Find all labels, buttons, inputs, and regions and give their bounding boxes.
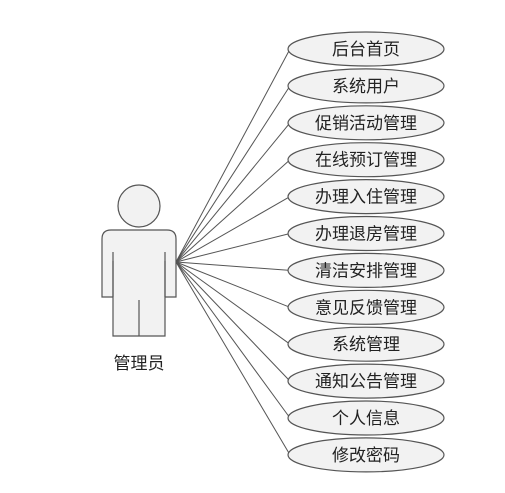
use-case-ellipse — [287, 68, 445, 104]
actor-body — [101, 229, 177, 337]
use-case-label: 后台首页 — [332, 40, 400, 60]
use-case-ellipse — [287, 142, 445, 178]
use-case: 在线预订管理 — [287, 142, 445, 178]
use-case: 清洁安排管理 — [287, 252, 445, 288]
use-case: 系统用户 — [287, 68, 445, 104]
use-case-ellipse — [287, 289, 445, 325]
use-case-ellipse — [287, 179, 445, 215]
association-line — [175, 261, 291, 382]
use-case-label: 系统用户 — [332, 77, 400, 97]
association-line — [175, 122, 291, 263]
use-case-ellipse — [287, 363, 445, 399]
association-lines — [175, 48, 291, 456]
association-line — [175, 85, 291, 263]
association-line — [175, 48, 291, 263]
use-case: 促销活动管理 — [287, 105, 445, 141]
use-case-label: 促销活动管理 — [315, 114, 417, 134]
use-case: 系统管理 — [287, 326, 445, 362]
association-line — [175, 196, 291, 263]
use-case-label: 通知公告管理 — [315, 372, 417, 392]
use-case: 办理入住管理 — [287, 179, 445, 215]
use-case-label: 在线预订管理 — [315, 151, 417, 171]
use-case: 后台首页 — [287, 31, 445, 67]
use-case: 通知公告管理 — [287, 363, 445, 399]
use-case-label: 系统管理 — [332, 335, 400, 355]
use-case: 办理退房管理 — [287, 215, 445, 252]
actor-admin: 管理员 — [101, 184, 177, 374]
use-case-ellipse — [287, 437, 445, 473]
use-case-label: 清洁安排管理 — [315, 261, 417, 281]
use-case-ellipse — [287, 252, 445, 288]
use-case: 修改密码 — [287, 437, 445, 473]
association-line — [175, 261, 291, 419]
use-case-label: 意见反馈管理 — [315, 298, 417, 318]
actor-label: 管理员 — [114, 354, 165, 374]
association-line — [175, 261, 291, 456]
actor-head — [117, 184, 161, 228]
association-line — [175, 159, 291, 263]
use-case-ellipse — [287, 326, 445, 362]
use-case-list: 后台首页系统用户促销活动管理在线预订管理办理入住管理办理退房管理清洁安排管理意见… — [287, 31, 445, 473]
association-line — [175, 233, 291, 263]
use-case: 意见反馈管理 — [287, 289, 445, 325]
association-line — [175, 261, 291, 345]
use-case-label: 办理入住管理 — [315, 188, 417, 208]
use-case-label: 个人信息 — [332, 409, 400, 429]
use-case-label: 修改密码 — [332, 446, 400, 466]
use-case-ellipse — [287, 400, 445, 436]
use-case-ellipse — [287, 105, 445, 141]
use-case-ellipse — [287, 31, 445, 67]
use-case-label: 办理退房管理 — [315, 225, 417, 245]
use-case: 个人信息 — [287, 400, 445, 436]
association-line — [175, 261, 291, 308]
association-line — [175, 261, 291, 271]
use-case-ellipse — [287, 215, 445, 252]
